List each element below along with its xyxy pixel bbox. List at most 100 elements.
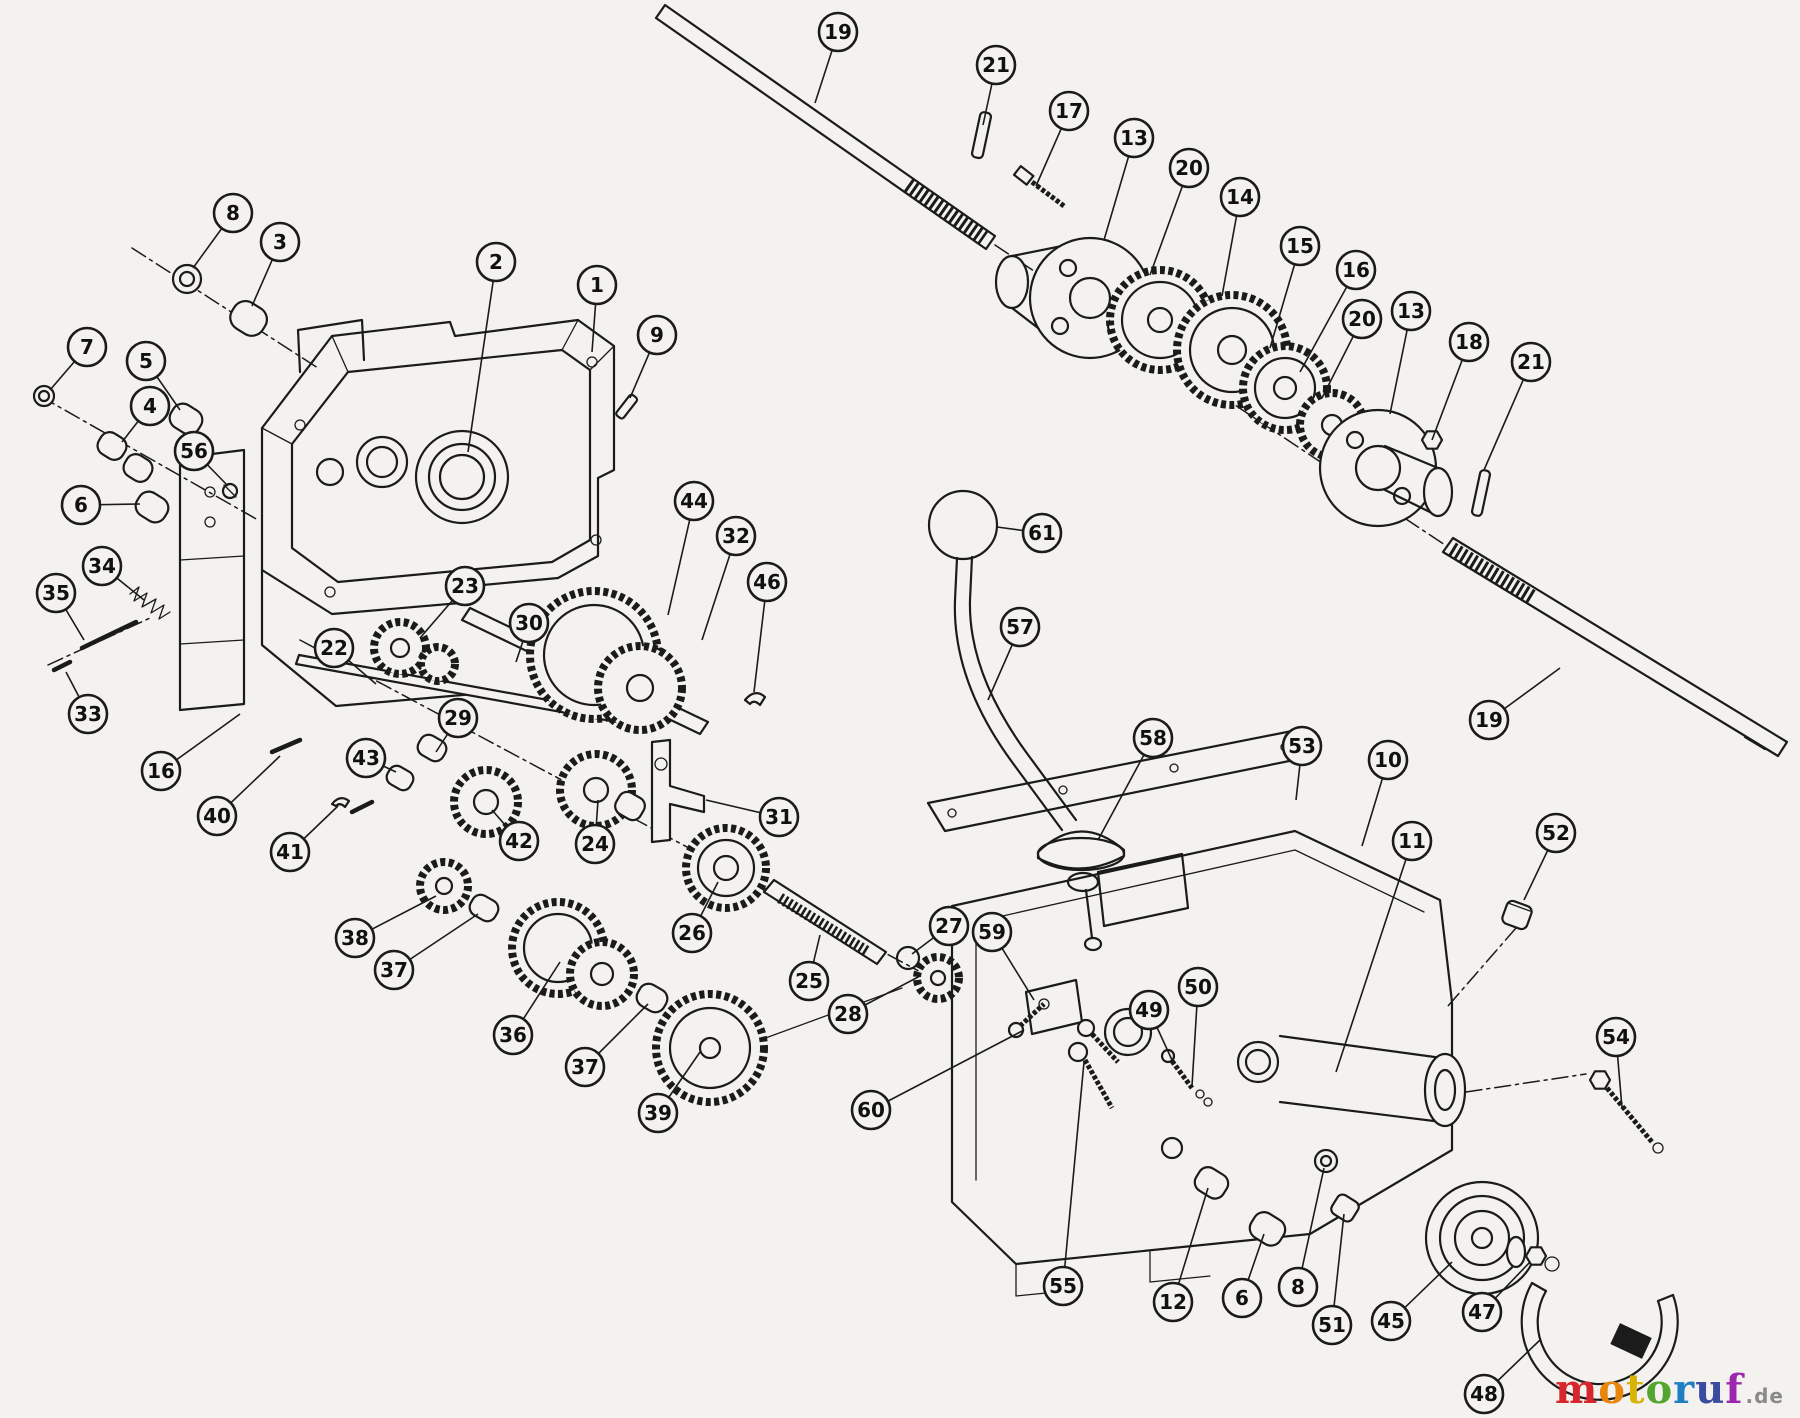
callout-55: 55 — [1042, 1061, 1085, 1307]
svg-text:55: 55 — [1049, 1274, 1077, 1298]
svg-text:42: 42 — [505, 829, 533, 853]
logo-letter: r — [1673, 1366, 1696, 1413]
logo-letter: o — [1645, 1366, 1674, 1413]
svg-text:25: 25 — [795, 969, 823, 993]
callout-17: 17 — [1035, 90, 1090, 187]
callout-43: 43 — [345, 737, 397, 779]
svg-text:32: 32 — [722, 524, 750, 548]
svg-text:37: 37 — [571, 1055, 599, 1079]
svg-text:20: 20 — [1175, 156, 1203, 180]
svg-text:43: 43 — [352, 746, 380, 770]
callout-10: 10 — [1361, 739, 1409, 847]
svg-text:38: 38 — [341, 926, 369, 950]
svg-text:7: 7 — [80, 335, 94, 359]
logo-letter: u — [1695, 1366, 1726, 1413]
callout-44: 44 — [667, 480, 715, 616]
callout-36: 36 — [492, 961, 561, 1056]
svg-text:44: 44 — [680, 489, 708, 513]
callout-12: 12 — [1152, 1187, 1209, 1323]
svg-text:17: 17 — [1055, 99, 1083, 123]
washer-8-bushing-3 — [171, 263, 268, 337]
callout-22: 22 — [313, 627, 377, 685]
bolt-17 — [1012, 165, 1066, 208]
brake-pulley — [1424, 1180, 1560, 1296]
svg-text:30: 30 — [515, 611, 543, 635]
svg-text:57: 57 — [1006, 615, 1034, 639]
bolts-49-50 — [1160, 1048, 1213, 1107]
callout-21: 21 — [975, 44, 1017, 126]
callout-46: 46 — [746, 561, 788, 693]
callout-54: 54 — [1595, 1016, 1637, 1109]
callout-48: 48 — [1463, 1339, 1541, 1415]
callout-39: 39 — [637, 1051, 701, 1134]
logo-letter: o — [1598, 1366, 1626, 1413]
gasket — [926, 729, 1311, 833]
svg-text:15: 15 — [1286, 234, 1314, 258]
svg-text:36: 36 — [499, 1023, 527, 1047]
svg-text:8: 8 — [226, 201, 240, 225]
callout-8: 8 — [1277, 1167, 1325, 1308]
callout-28: 28 — [827, 975, 921, 1035]
svg-text:12: 12 — [1159, 1290, 1187, 1314]
svg-text:34: 34 — [88, 554, 116, 578]
logo-suffix: .de — [1745, 1384, 1784, 1408]
callout-41: 41 — [269, 805, 339, 873]
svg-text:53: 53 — [1288, 734, 1316, 758]
svg-text:24: 24 — [581, 832, 609, 856]
callout-16: 16 — [140, 713, 241, 792]
svg-text:40: 40 — [203, 804, 231, 828]
callout-42: 42 — [491, 809, 540, 862]
svg-text:46: 46 — [753, 570, 781, 594]
callout-47: 47 — [1461, 1261, 1531, 1333]
callout-37: 37 — [564, 1003, 649, 1088]
callout-38: 38 — [334, 895, 437, 959]
svg-text:35: 35 — [42, 581, 70, 605]
svg-text:11: 11 — [1398, 829, 1426, 853]
callout-34: 34 — [81, 545, 145, 601]
svg-text:48: 48 — [1470, 1382, 1498, 1406]
svg-text:19: 19 — [1475, 708, 1503, 732]
callout-58: 58 — [1097, 717, 1174, 841]
svg-text:14: 14 — [1226, 185, 1254, 209]
callout-19: 19 — [814, 11, 859, 104]
motoruf-logo[interactable]: motoruf.de — [1555, 1370, 1784, 1410]
callout-1: 1 — [576, 264, 618, 353]
callout-57: 57 — [987, 606, 1041, 701]
svg-text:52: 52 — [1542, 821, 1570, 845]
callout-14: 14 — [1219, 176, 1261, 297]
callout-60: 60 — [850, 1029, 1025, 1131]
callout-29: 29 — [435, 697, 479, 753]
callout-16: 16 — [1299, 249, 1377, 373]
callout-2: 2 — [467, 241, 517, 453]
svg-text:3: 3 — [273, 230, 287, 254]
callout-26: 26 — [671, 881, 719, 954]
brake-band — [1520, 1281, 1679, 1401]
callout-20: 20 — [1321, 298, 1383, 399]
callout-33: 33 — [65, 671, 109, 735]
svg-text:54: 54 — [1602, 1025, 1630, 1049]
svg-text:41: 41 — [276, 840, 304, 864]
callout-3: 3 — [251, 221, 301, 307]
svg-text:4: 4 — [143, 394, 157, 418]
svg-text:49: 49 — [1135, 998, 1163, 1022]
callout-27: 27 — [911, 905, 970, 955]
svg-text:28: 28 — [834, 1002, 862, 1026]
callout-32: 32 — [701, 515, 757, 641]
svg-text:2: 2 — [489, 250, 503, 274]
left-small-parts — [32, 384, 239, 673]
callout-52: 52 — [1523, 812, 1577, 901]
diagram-line-art — [32, 3, 1789, 1401]
svg-text:18: 18 — [1455, 330, 1483, 354]
svg-text:56: 56 — [180, 439, 208, 463]
callout-30: 30 — [508, 602, 550, 663]
logo-letter: t — [1625, 1366, 1646, 1413]
callout-35: 35 — [35, 572, 85, 641]
callout-7: 7 — [49, 326, 108, 391]
callout-37: 37 — [373, 913, 479, 991]
callout-9: 9 — [629, 314, 678, 399]
axle-bushings — [1160, 1136, 1360, 1247]
callout-23: 23 — [419, 565, 486, 639]
input-shaft-top — [654, 3, 997, 251]
